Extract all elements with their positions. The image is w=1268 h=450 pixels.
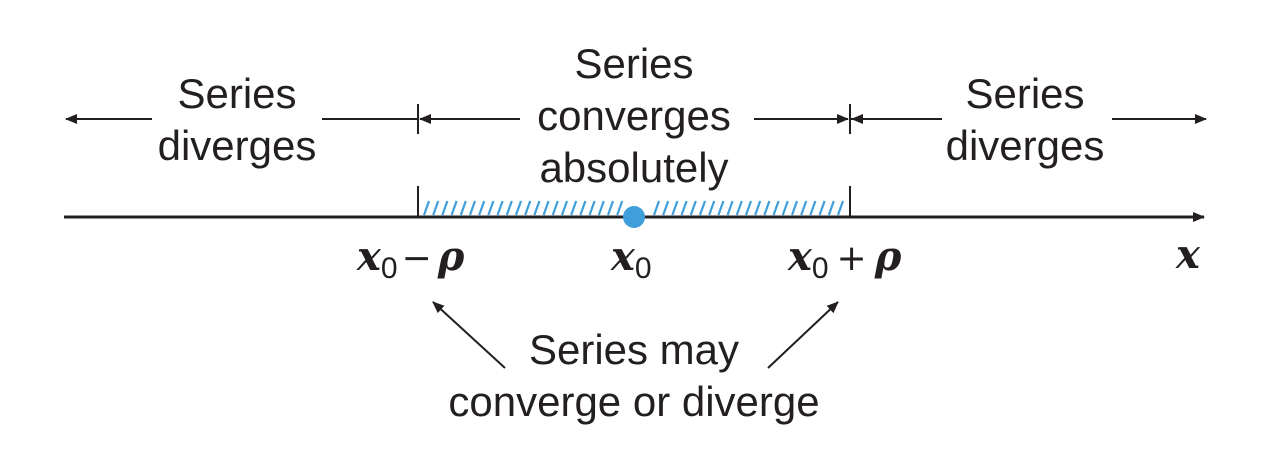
hatch-mark xyxy=(496,200,504,216)
axis-variable-label: x xyxy=(1175,231,1201,278)
hatch-mark xyxy=(459,200,467,216)
left-endpoint-pointer xyxy=(432,301,506,369)
hatch-mark xyxy=(533,200,541,216)
hatch-mark xyxy=(827,200,835,216)
hatch-mark xyxy=(800,200,808,216)
hatch-mark xyxy=(818,200,826,216)
right-region-label-line2: diverges xyxy=(946,122,1105,169)
hatch-mark xyxy=(579,200,587,216)
hatch-mark xyxy=(763,200,771,216)
hatch-mark xyxy=(781,200,789,216)
center-region-label-line1: Series xyxy=(574,40,693,87)
hatch-mark xyxy=(671,200,679,216)
hatch-mark xyxy=(478,200,486,216)
hatch-mark xyxy=(441,200,449,216)
right-endpoint-label: x0+ρ xyxy=(787,233,902,285)
hatch-mark xyxy=(487,200,495,216)
left-region-label-line1: Series xyxy=(177,70,296,117)
hatch-mark xyxy=(570,200,578,216)
hatch-mark xyxy=(588,200,596,216)
hatch-mark xyxy=(606,200,615,216)
hatch-mark xyxy=(809,200,817,216)
hatch-mark xyxy=(717,200,725,216)
hatch-mark xyxy=(836,200,845,216)
hatch-mark xyxy=(754,200,762,216)
hatch-mark xyxy=(790,200,799,216)
center-region-label-line3: absolutely xyxy=(539,144,728,191)
hatch-mark xyxy=(597,200,605,216)
right-endpoint-pointer xyxy=(767,301,839,369)
bottom-note-line2: converge or diverge xyxy=(448,378,819,425)
hatch-mark xyxy=(662,200,670,216)
hatch-mark xyxy=(616,200,624,216)
hatch-mark xyxy=(744,200,753,216)
hatch-mark xyxy=(708,200,716,216)
right-region-label-line1: Series xyxy=(965,70,1084,117)
hatch-mark xyxy=(505,200,513,216)
hatch-mark xyxy=(726,200,734,216)
endpoint-pointer-arrows xyxy=(432,301,839,369)
center-point xyxy=(623,206,645,228)
hatch-mark xyxy=(422,200,431,216)
bottom-note-line1: Series may xyxy=(529,326,739,373)
hatch-mark xyxy=(432,200,440,216)
hatch-mark xyxy=(514,200,523,216)
hatch-mark xyxy=(560,200,569,216)
boundary-ticks xyxy=(417,104,851,218)
center-region-label-line2: converges xyxy=(537,92,731,139)
hatch-mark xyxy=(689,200,697,216)
center-label: x0 xyxy=(610,233,652,285)
hatch-mark xyxy=(468,200,477,216)
hatch-mark xyxy=(551,200,559,216)
hatch-mark xyxy=(698,200,707,216)
hatch-mark xyxy=(772,200,780,216)
hatch-mark xyxy=(735,200,743,216)
convergence-hatching xyxy=(422,200,845,216)
hatch-mark xyxy=(524,200,532,216)
left-endpoint-label: x0−ρ xyxy=(356,233,465,285)
hatch-mark xyxy=(450,200,458,216)
hatch-mark xyxy=(652,200,661,216)
hatch-mark xyxy=(542,200,550,216)
left-region-label-line2: diverges xyxy=(158,122,317,169)
hatch-mark xyxy=(680,200,688,216)
